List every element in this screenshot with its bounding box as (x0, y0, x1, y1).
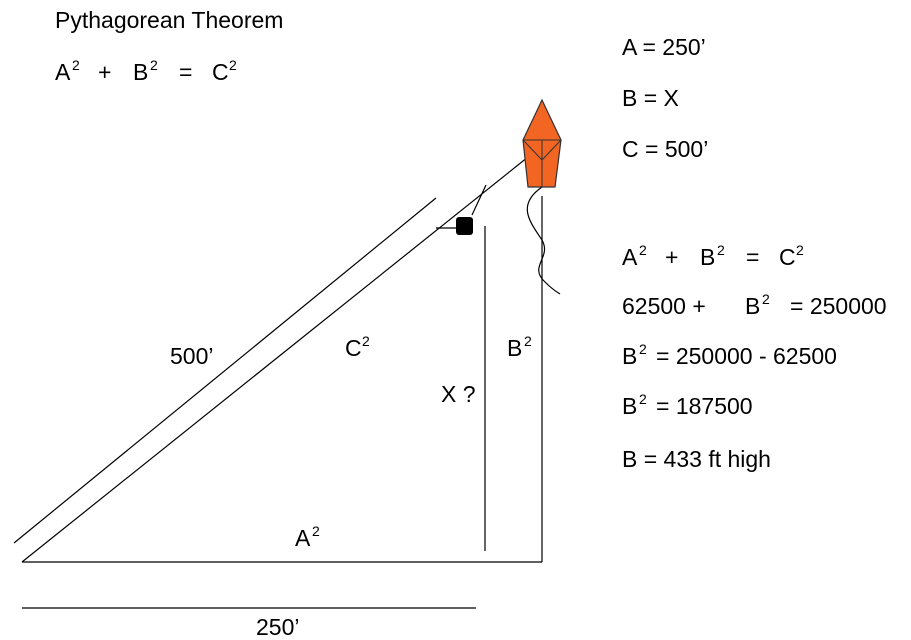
step1-a-exp: 2 (639, 242, 647, 258)
hypotenuse-length-label: 500’ (170, 343, 213, 369)
formula-c-exp: 2 (229, 57, 237, 73)
step2-b-exp: 2 (762, 291, 770, 307)
base-length-label: 250’ (256, 614, 299, 640)
given-a: A = 250’ (622, 34, 706, 60)
vertical-b-exp: 2 (524, 333, 532, 349)
marker-tick-diagonal (471, 184, 487, 216)
hypotenuse-c-label: C (345, 335, 362, 361)
formula-b-exp: 2 (150, 57, 158, 73)
base-a-label: A (295, 525, 311, 551)
kite-icon (522, 98, 562, 188)
observer-marker (456, 217, 473, 235)
given-b: B = X (622, 85, 679, 111)
step1-c-exp: 2 (796, 242, 804, 258)
formula-a: A (55, 59, 71, 85)
step1-eq: = (746, 244, 759, 270)
step3-right: = 250000 - 62500 (656, 343, 837, 369)
kite-tail (526, 186, 561, 295)
step4-b-exp: 2 (639, 391, 647, 407)
step4-right: = 187500 (656, 393, 753, 419)
formula-c: C (212, 59, 229, 85)
step1-a: A (622, 244, 638, 270)
givens-list: A = 250’ B = X C = 500’ (622, 34, 708, 162)
step1-c: C (779, 244, 796, 270)
diagram-labels: 500’ C 2 B 2 X ? A 2 250’ (170, 333, 532, 640)
formula-b: B (133, 59, 148, 85)
solution-steps: A 2 + B 2 = C 2 62500 + B 2 = 250000 B 2… (622, 242, 887, 472)
formula-top: A 2 + B 2 = C 2 (55, 57, 237, 85)
step3-b-exp: 2 (639, 341, 647, 357)
kite-frame (522, 139, 562, 187)
unknown-x-label: X ? (441, 381, 476, 407)
formula-eq: = (179, 59, 192, 85)
hypotenuse-c-exp: 2 (362, 333, 370, 349)
step2-left: 62500 + (622, 293, 706, 319)
base-a-exp: 2 (312, 523, 320, 539)
step2-b: B (745, 293, 760, 319)
step2-right: = 250000 (790, 293, 887, 319)
step1-plus: + (665, 244, 678, 270)
diagram-title: Pythagorean Theorem (55, 7, 283, 33)
hypotenuse-string (21, 152, 534, 563)
given-c: C = 500’ (622, 136, 708, 162)
step1-b-exp: 2 (717, 242, 725, 258)
step5: B = 433 ft high (622, 446, 771, 472)
formula-a-exp: 2 (72, 57, 80, 73)
step1-b: B (700, 244, 715, 270)
step3-b: B (622, 343, 637, 369)
triangle (13, 152, 561, 609)
vertical-b-label: B (507, 335, 522, 361)
hypotenuse-dimension-line (13, 197, 437, 544)
step4-b: B (622, 393, 637, 419)
formula-plus: + (98, 59, 111, 85)
